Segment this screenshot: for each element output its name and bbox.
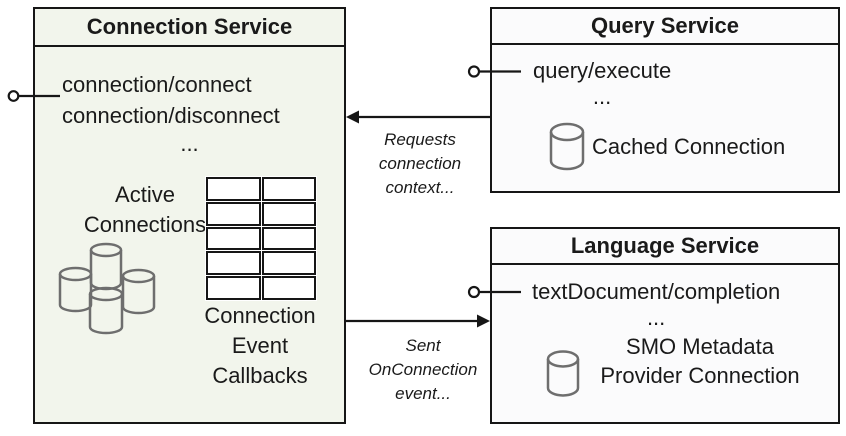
language-service-box: Language Service textDocument/completion… xyxy=(490,227,840,424)
active-connections-label: Active Connections xyxy=(35,180,255,240)
requests-arrow xyxy=(346,110,490,124)
table-cell xyxy=(206,177,261,201)
table-cell xyxy=(206,201,261,226)
callbacks-label-line1: Connection xyxy=(204,303,316,328)
connection-event-callbacks-label: Connection Event Callbacks xyxy=(150,301,370,391)
query-methods-ellipsis: ... xyxy=(592,84,612,109)
language-methods-ellipsis: ... xyxy=(646,305,666,330)
database-cylinder-icon xyxy=(89,242,123,291)
database-cylinder-icon xyxy=(88,286,124,335)
query-service-methods: query/execute ... xyxy=(533,58,671,110)
database-cylinder-icon xyxy=(58,266,93,313)
table-cell xyxy=(261,251,316,276)
table-cell xyxy=(261,276,316,300)
callbacks-label-line2: Event xyxy=(231,333,289,358)
smo-label-line1: SMO Metadata xyxy=(626,334,774,359)
cached-connection-label: Cached Connection xyxy=(592,134,786,159)
sent-label-line3: event... xyxy=(395,384,451,403)
requests-connection-context-label: Requests connection context... xyxy=(330,128,510,200)
table-cell xyxy=(261,226,316,251)
language-service-methods: textDocument/completion ... xyxy=(532,279,780,331)
table-cell xyxy=(206,276,261,300)
sent-onconnection-event-label: Sent OnConnection event... xyxy=(333,334,513,406)
table-cell xyxy=(261,201,316,226)
method-query-execute: query/execute xyxy=(533,58,672,83)
active-connections-label-line1: Active xyxy=(115,182,175,207)
requests-label-line2: connection xyxy=(378,154,462,173)
connection-service-methods: connection/connect connection/disconnect xyxy=(62,69,280,131)
table-cell xyxy=(206,251,261,276)
table-icon xyxy=(205,176,317,301)
database-cluster-icon xyxy=(58,242,156,335)
callbacks-label-line3: Callbacks xyxy=(212,363,308,388)
active-connections-label-line2: Connections xyxy=(83,212,207,237)
sent-label-line1: Sent xyxy=(405,336,441,355)
method-textdocument-completion: textDocument/completion xyxy=(532,279,781,304)
connection-methods-ellipsis: ... xyxy=(180,131,199,156)
table-cell xyxy=(206,226,261,251)
connection-service-title: Connection Service xyxy=(35,9,344,47)
requests-label-line1: Requests xyxy=(384,130,456,149)
method-connection-disconnect: connection/disconnect xyxy=(62,103,280,128)
smo-label-line2: Provider Connection xyxy=(600,363,800,388)
language-service-title: Language Service xyxy=(492,229,838,265)
database-icon xyxy=(546,350,580,397)
requests-label-line3: context... xyxy=(385,178,455,197)
connection-service-box: Connection Service connection/connect co… xyxy=(33,7,346,424)
smo-metadata-provider-label: SMO Metadata Provider Connection xyxy=(575,332,825,390)
query-service-title: Query Service xyxy=(492,9,838,45)
query-service-box: Query Service query/execute ... Cached C… xyxy=(490,7,840,193)
database-icon xyxy=(549,122,585,171)
database-cylinder-icon xyxy=(121,268,156,315)
sent-label-line2: OnConnection xyxy=(368,360,478,379)
method-connection-connect: connection/connect xyxy=(62,72,252,97)
table-cell xyxy=(261,177,316,201)
